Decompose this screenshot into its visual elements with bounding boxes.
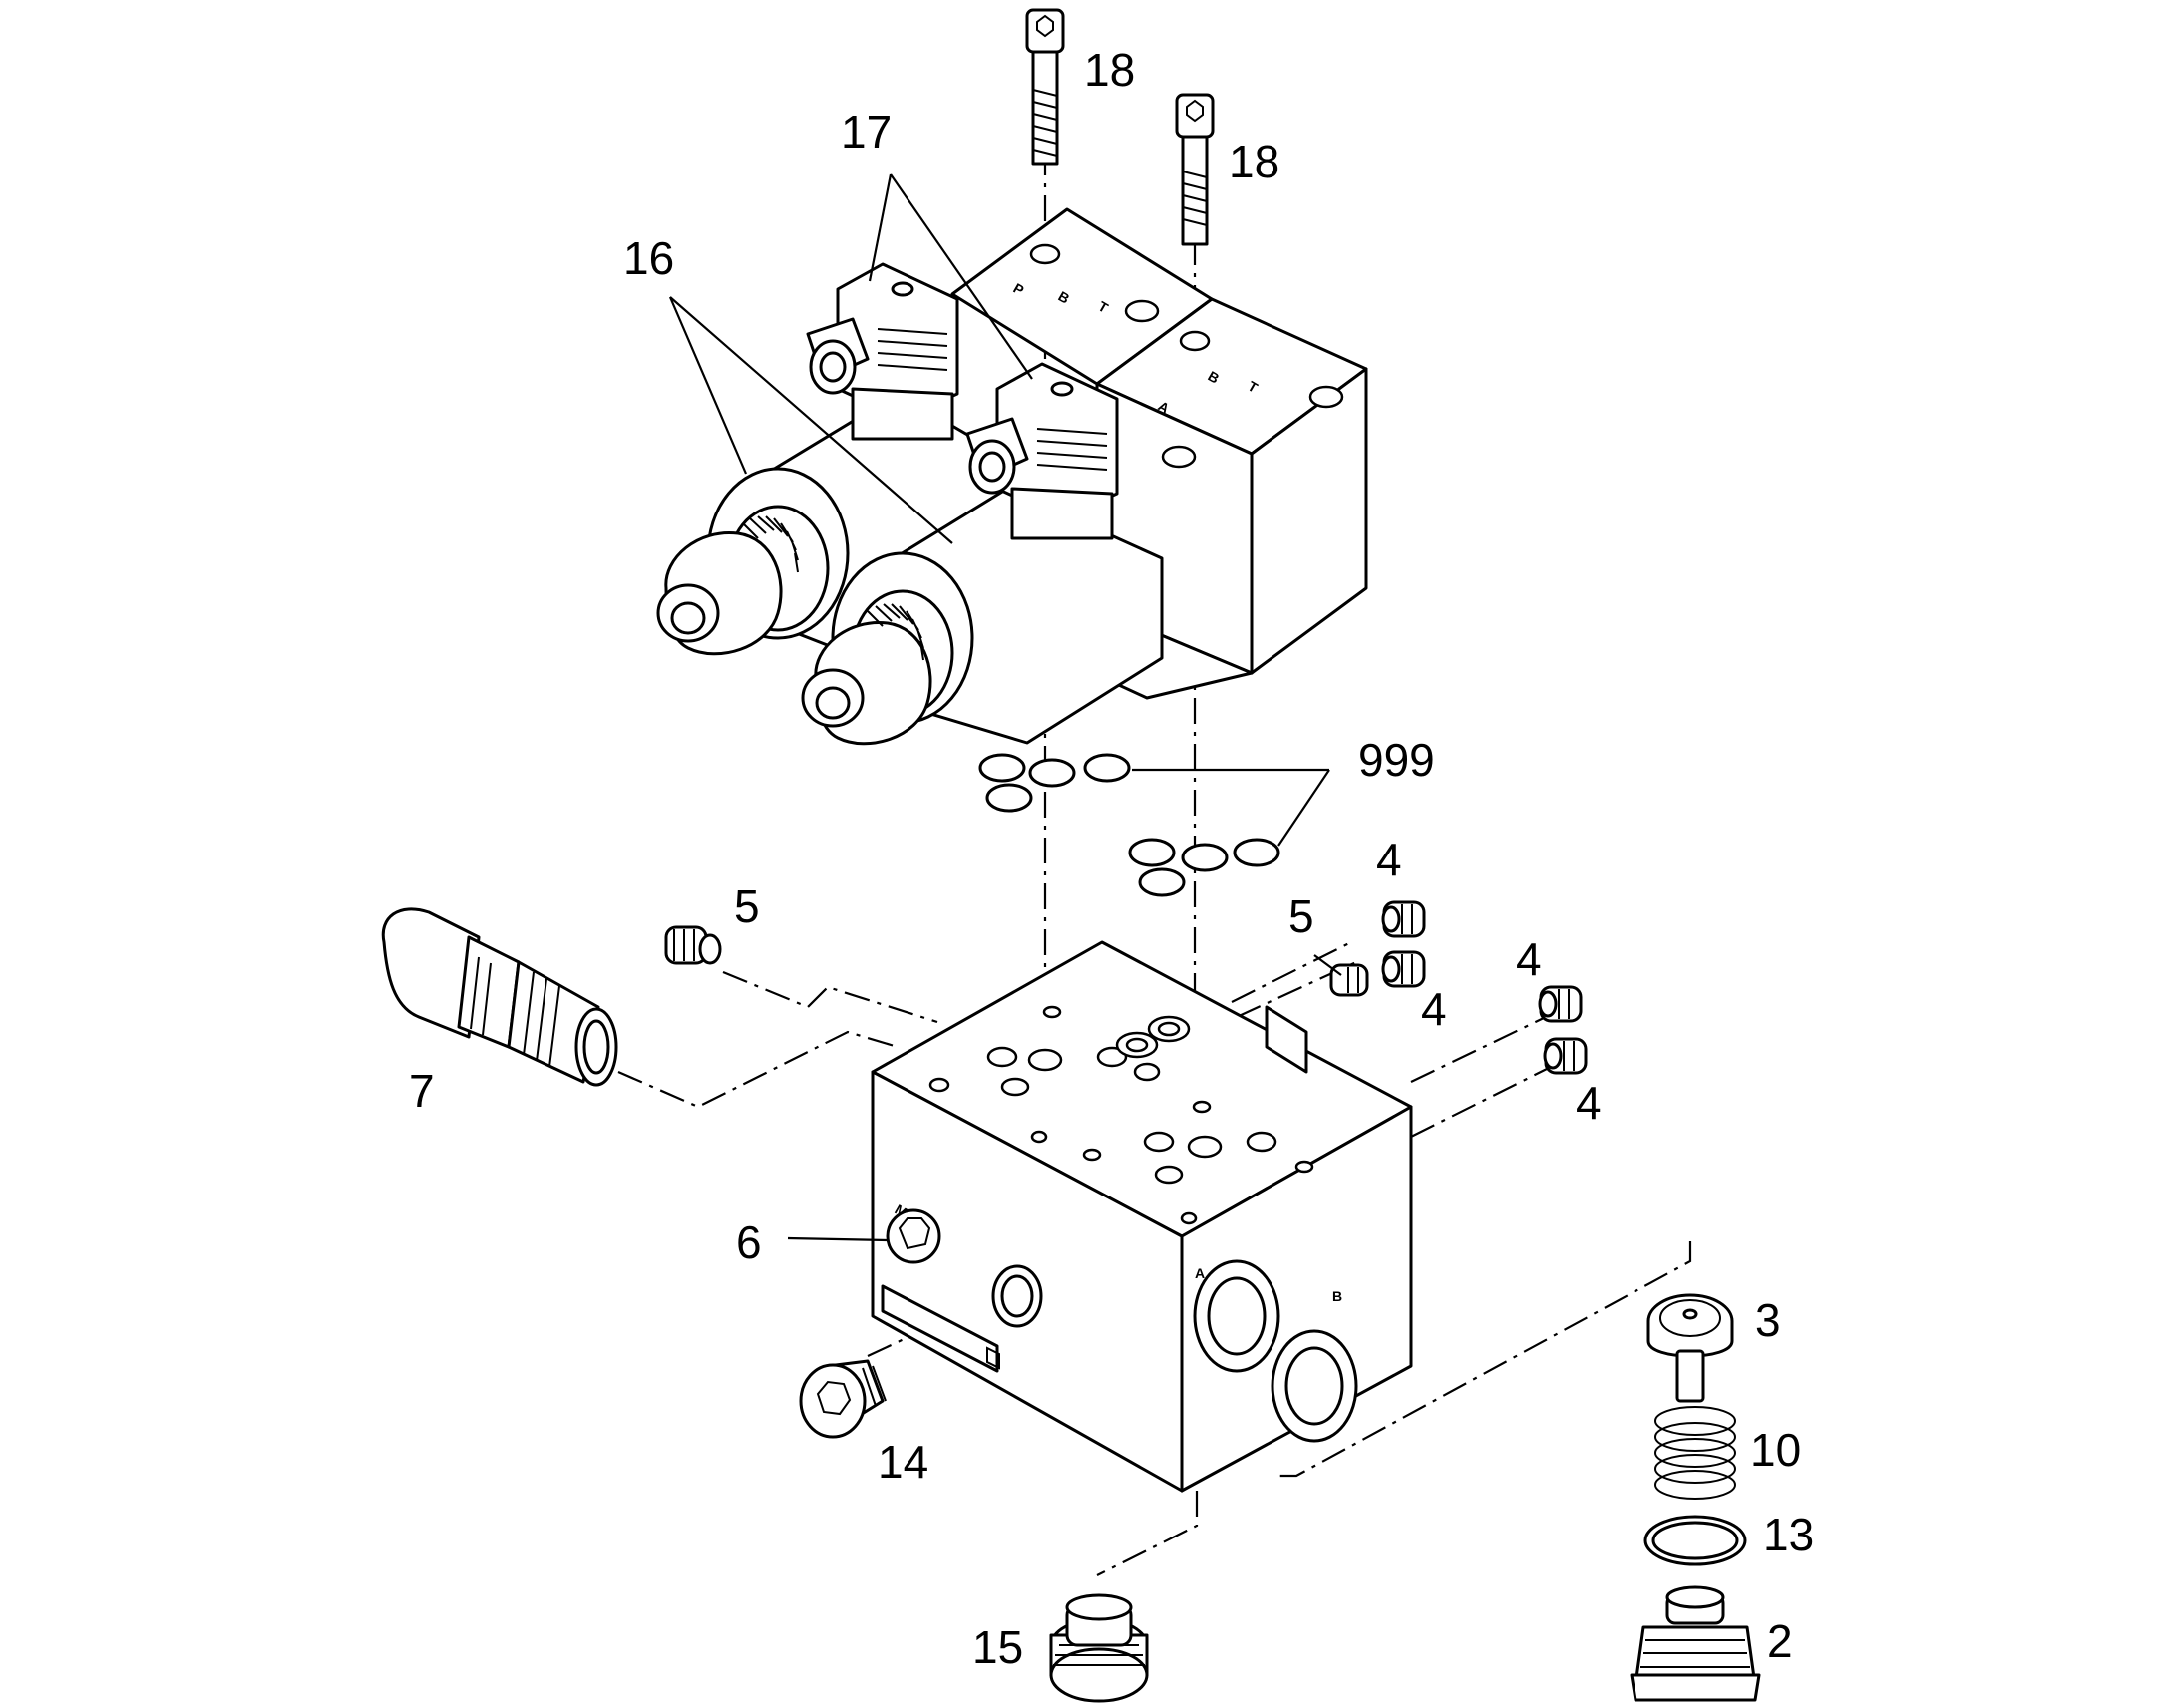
plug-5-right <box>1329 963 1369 997</box>
callout-5-left: 5 <box>734 880 760 932</box>
spring-10 <box>1654 1406 1736 1500</box>
callout-4-midlow: 4 <box>1421 983 1447 1035</box>
callout-7: 7 <box>409 1065 435 1117</box>
o-rings-999 <box>978 753 1280 897</box>
callout-14: 14 <box>878 1436 928 1488</box>
callout-15: 15 <box>972 1621 1023 1673</box>
callout-10: 10 <box>1750 1424 1801 1476</box>
port-mark-b: B <box>1332 1288 1342 1304</box>
callout-13: 13 <box>1763 1509 1814 1560</box>
plug-connector-front <box>965 362 1119 540</box>
plug-4-top <box>1381 900 1426 938</box>
callout-16: 16 <box>623 232 674 284</box>
callout-5-right: 5 <box>1288 890 1314 942</box>
callout-labels: 18 18 17 16 999 4 5 5 4 4 4 7 6 3 14 10 … <box>409 44 1814 1673</box>
callout-6: 6 <box>736 1216 762 1268</box>
plug-14 <box>799 1359 887 1439</box>
plug-2 <box>1630 1585 1761 1702</box>
leader-lines <box>668 173 1342 1242</box>
callout-18-right: 18 <box>1229 136 1279 187</box>
plug-6 <box>886 1208 941 1264</box>
plug-15 <box>1049 1593 1149 1703</box>
callout-999: 999 <box>1358 734 1435 786</box>
solenoid-coil-front <box>801 487 1164 746</box>
plug-connector-rear <box>806 262 959 441</box>
plug-4-right-lower <box>1543 1037 1588 1075</box>
poppet-3 <box>1646 1293 1734 1403</box>
callout-4-bottom: 4 <box>1576 1077 1602 1129</box>
plug-4-middle <box>1381 950 1426 988</box>
callout-3: 3 <box>1755 1294 1781 1346</box>
cartridge-valve-7 <box>381 907 618 1087</box>
callout-4-top: 4 <box>1376 834 1402 885</box>
screw-18-right <box>1175 93 1215 246</box>
callout-4-mid: 4 <box>1516 933 1542 985</box>
plug-4-right-upper <box>1538 985 1583 1023</box>
plug-5-left <box>664 925 722 965</box>
callout-2: 2 <box>1767 1615 1793 1667</box>
screw-18-left <box>1025 8 1065 166</box>
manifold-block: A B MP <box>871 940 1413 1493</box>
ring-13 <box>1643 1515 1747 1566</box>
port-mark-a: A <box>1195 1265 1205 1281</box>
callout-17: 17 <box>841 106 892 158</box>
callout-18-left: 18 <box>1084 44 1135 96</box>
